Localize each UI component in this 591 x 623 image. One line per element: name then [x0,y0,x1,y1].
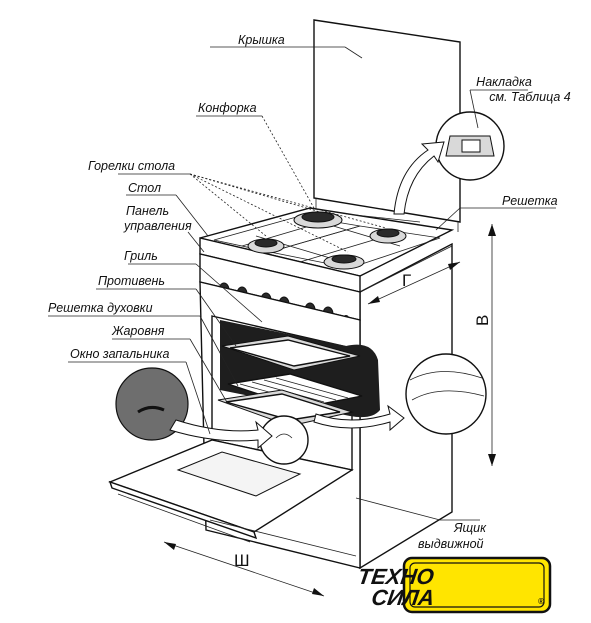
label-hob-burners: Горелки стола [88,159,175,173]
label-grate: Решетка [502,194,558,208]
oven-door-glass [176,451,302,497]
label-grill: Гриль [124,249,158,263]
burner-back-right [369,228,407,244]
drawer-edge [209,519,357,557]
rack-guide-arrow [313,404,405,432]
rack-guide-zoom [313,353,487,435]
hob-table [199,207,455,293]
dimension-depth: Г [367,261,461,305]
burner-front-right [323,254,365,270]
label-panel-2: управления [123,219,192,233]
lid [313,19,461,232]
label-panel-1: Панель [126,204,169,218]
tehnosila-logo: ТЕХНО СИЛА ® [356,556,552,614]
label-lid: Крышка [238,33,285,47]
dimension-width: Ш [163,541,325,597]
label-tray: Противень [98,274,165,288]
igniter-window-zoom [115,367,309,465]
label-table: Стол [128,181,161,195]
logo-mark: ® [538,597,544,606]
oven-tray [221,335,361,371]
dimension-width-label: Ш [234,551,250,570]
label-roaster: Жаровня [111,324,165,338]
label-drawer-2: выдвижной [418,537,484,551]
label-igniter-window: Окно запальника [70,347,169,361]
dimension-height: В [473,224,496,466]
dimension-height-label: В [473,315,492,326]
dimension-depth-label: Г [402,271,411,290]
overlay-arrow [393,141,445,215]
overlay-zoom [393,111,505,215]
label-drawer-1: Ящик [453,521,487,535]
logo-line2: СИЛА [370,585,436,610]
leader-lines [48,46,556,521]
callout-labels: Крышка Конфорка Накладка см. Таблица 4 Г… [48,33,571,551]
burner-front-left [247,238,285,254]
logo-line1: ТЕХНО [356,564,435,589]
burners [247,211,407,270]
igniter-arrow [169,419,273,450]
label-oven-rack: Решетка духовки [48,301,153,315]
burner-back-left [293,211,343,229]
vent-slots [345,213,421,223]
label-overlay-ref: см. Таблица 4 [489,90,571,104]
label-burner: Конфорка [198,101,257,115]
label-overlay-title: Накладка [476,75,532,89]
